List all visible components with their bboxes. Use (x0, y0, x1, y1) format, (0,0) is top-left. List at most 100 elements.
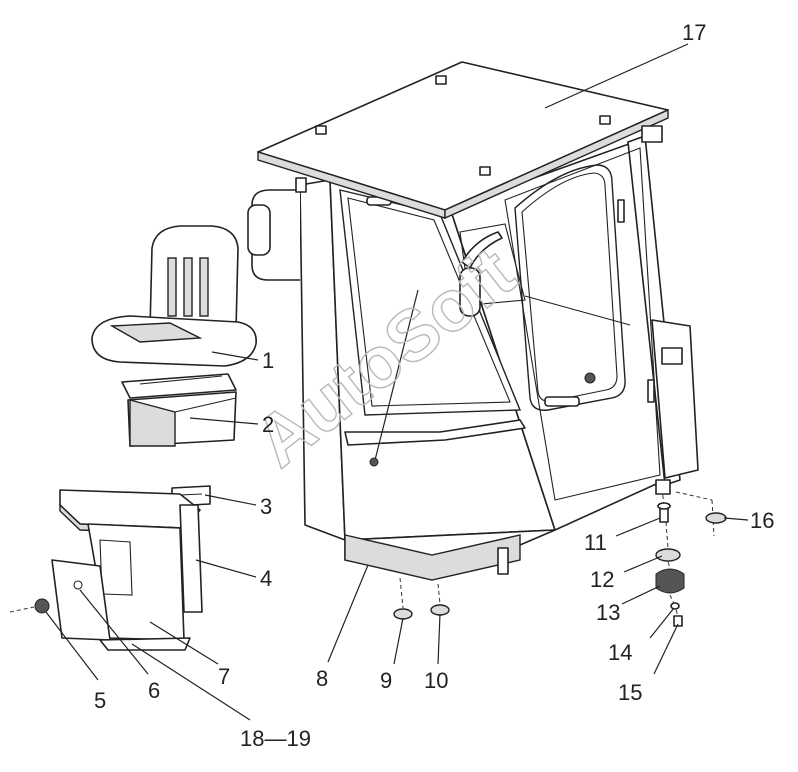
hinge-lower (647, 379, 655, 403)
axis-13 (667, 561, 671, 569)
axis-12 (665, 521, 669, 549)
door-handle (544, 396, 580, 407)
leader-lines (45, 43, 749, 721)
callout-10: 10 (424, 668, 448, 693)
door-window (514, 164, 626, 411)
roof-corner-bracket (295, 177, 307, 193)
wiper-pivot (369, 457, 379, 467)
cap-16 (705, 512, 727, 524)
seat-base-box-side (129, 399, 176, 447)
callout-11: 11 (584, 530, 607, 555)
roof-bolt-2 (435, 75, 447, 85)
leader-3 (204, 494, 257, 506)
callout-5: 5 (94, 688, 106, 713)
callout-12: 12 (590, 567, 614, 592)
side-latch (661, 347, 683, 365)
seat-base-edge (174, 397, 237, 413)
leader-5 (45, 611, 99, 681)
leader-8 (327, 564, 369, 663)
washer-9 (393, 608, 413, 620)
leader-6 (79, 589, 149, 675)
seat-assembly (91, 225, 257, 447)
roof-bolt-1 (315, 125, 327, 135)
callout-1: 1 (262, 348, 274, 373)
console-top-cover (59, 489, 201, 529)
washer-12 (655, 548, 681, 562)
callout-18-19: 18—19 (240, 726, 311, 751)
cab-base-skirt (344, 534, 521, 581)
axis-16-drop (711, 499, 715, 537)
console-mounting-plate (51, 559, 111, 641)
left-mirror (247, 204, 271, 256)
callout-15: 15 (618, 680, 642, 705)
leader-2 (189, 417, 259, 425)
leader-10 (437, 613, 441, 665)
callout-8: 8 (316, 666, 328, 691)
rear-cross-rail (524, 295, 631, 326)
seat-cushion (91, 315, 257, 367)
axis-9 (399, 577, 404, 609)
callout-9: 9 (380, 668, 392, 693)
axis-15 (675, 609, 679, 617)
knob-5 (34, 598, 50, 614)
plate-hole (73, 580, 83, 590)
callout-2: 2 (262, 412, 274, 437)
leader-14 (649, 607, 675, 639)
callout-17: 17 (682, 20, 706, 45)
leader-13 (621, 585, 661, 605)
washer-10 (430, 604, 450, 616)
leader-4 (195, 559, 257, 578)
front-windshield-inner (347, 197, 511, 407)
side-panel-4 (179, 504, 203, 613)
console-floor-plate (99, 637, 191, 651)
console-assembly (9, 485, 211, 651)
rubber-mount-13 (655, 568, 685, 594)
mount-hardware (393, 479, 727, 627)
callout-3: 3 (260, 494, 272, 519)
bracket-3-slot (179, 493, 203, 496)
nut-15 (673, 615, 683, 627)
door-lock (584, 372, 596, 384)
seat-suspension-base (121, 373, 237, 399)
wiper-arm (374, 289, 419, 461)
leader-15 (653, 623, 679, 675)
axis-16 (675, 491, 713, 501)
bolt-11-head (657, 502, 671, 510)
callout-6: 6 (148, 678, 160, 703)
callout-labels: 1 2 3 4 5 6 7 8 9 10 11 12 13 14 15 16 1… (94, 20, 774, 751)
backrest-stripe-3 (199, 257, 209, 317)
axis-10 (437, 583, 441, 605)
leader-7 (149, 621, 219, 665)
suspension-rail (139, 375, 223, 385)
leader-12 (623, 555, 663, 573)
leader-16 (723, 517, 749, 521)
leader-11 (615, 517, 661, 537)
hinge-upper (617, 199, 625, 223)
callout-7: 7 (218, 664, 230, 689)
base-stud (497, 547, 509, 575)
seat-cushion-pad (109, 322, 203, 343)
knob-axis (9, 606, 35, 613)
leader-9 (393, 617, 404, 665)
callout-14: 14 (608, 640, 632, 665)
interior-mirror (459, 267, 481, 317)
leader-17 (544, 43, 689, 109)
backrest-stripe-1 (167, 257, 177, 317)
washer-14 (670, 602, 680, 610)
roof-rear-bracket (641, 125, 663, 143)
door-outline (504, 147, 661, 501)
roof-bolt-3 (599, 115, 611, 125)
callout-4: 4 (260, 566, 272, 591)
callout-13: 13 (596, 600, 620, 625)
leader-18-19 (131, 643, 251, 721)
dashboard-rail (344, 419, 526, 446)
roof-bolt-4 (479, 166, 491, 176)
mount-bracket (655, 479, 671, 495)
seat-backrest (149, 225, 239, 331)
backrest-stripe-2 (183, 257, 193, 317)
cab-roof-side-edge (444, 108, 669, 220)
leader-1 (211, 351, 259, 361)
interior-grab-handle (461, 231, 503, 269)
